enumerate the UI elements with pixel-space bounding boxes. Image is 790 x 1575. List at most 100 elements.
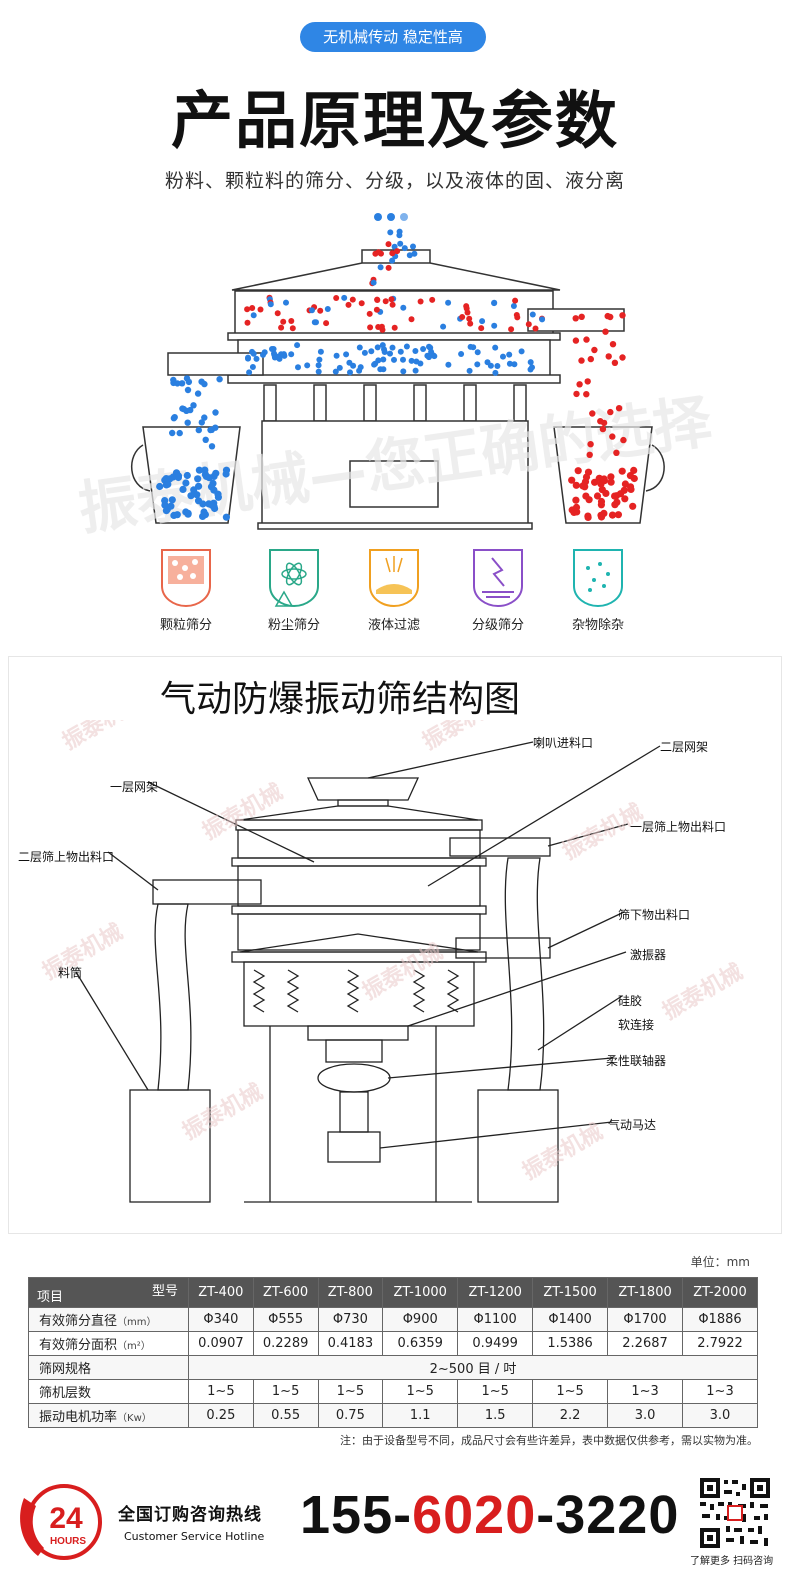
particle (345, 301, 352, 308)
table-cell: 0.75 (317, 1403, 384, 1428)
particle (445, 299, 452, 306)
particle (250, 312, 257, 319)
particle (620, 436, 627, 444)
particle (410, 243, 416, 250)
particle (491, 300, 498, 307)
particle (374, 296, 381, 303)
particle (445, 361, 452, 368)
particle (491, 322, 498, 329)
particle (578, 313, 585, 320)
table-cell: 0.25 (188, 1403, 254, 1428)
particle (195, 482, 203, 490)
table-cell: 0.9499 (457, 1331, 534, 1356)
particle (539, 316, 546, 323)
table-row: 筛网规格 2~500 目 / 吋 (28, 1355, 758, 1380)
particle (358, 300, 365, 307)
particle (389, 257, 396, 264)
particle (626, 483, 635, 491)
particle (582, 473, 591, 481)
particle (607, 473, 615, 481)
particle (458, 351, 465, 357)
particle (619, 312, 626, 319)
particle (202, 436, 209, 443)
model-header: ZT-400 (188, 1277, 254, 1308)
particle (492, 344, 499, 351)
particle (323, 320, 330, 327)
particle (167, 502, 175, 510)
particle (615, 405, 623, 412)
particle (573, 508, 581, 516)
particle (269, 346, 275, 352)
particle (389, 344, 396, 351)
particle (411, 250, 418, 257)
particle (532, 325, 539, 332)
particle (195, 426, 202, 434)
particle (607, 408, 614, 416)
particle (426, 343, 432, 350)
particle (600, 475, 608, 483)
particle (246, 369, 253, 376)
model-header: ZT-1000 (382, 1277, 459, 1308)
callout-inlet: 喇叭进料口 (533, 736, 594, 750)
callout-silicone: 硅胶 (618, 994, 643, 1008)
particle (289, 325, 296, 332)
table-row: 有效筛分直径（mm） Φ340 Φ555 Φ730 Φ900 Φ1100 Φ14… (28, 1307, 758, 1332)
liquid-filter-icon (369, 549, 419, 608)
particle (582, 492, 590, 500)
particle (222, 470, 230, 478)
row-label: 筛网规格 (28, 1355, 189, 1380)
particle (602, 328, 609, 335)
particle (174, 473, 182, 482)
particle (361, 349, 368, 356)
particle (572, 496, 580, 504)
particle (474, 349, 481, 356)
svg-text:振泰机械: 振泰机械 (39, 920, 128, 986)
particle (170, 415, 178, 422)
particle (408, 316, 415, 323)
particle (573, 390, 580, 398)
particle (394, 248, 401, 255)
qr-code-icon[interactable] (698, 1476, 772, 1550)
footer (0, 1460, 790, 1575)
table-cell: 0.0907 (188, 1331, 254, 1356)
particle (484, 359, 491, 366)
particle (333, 295, 340, 301)
callout-mesh2: 二层网架 (660, 740, 709, 754)
phone-number[interactable]: 155-6020-3220 (300, 1485, 680, 1545)
particle (417, 298, 424, 305)
particle (466, 367, 473, 374)
particle (168, 496, 176, 504)
particle (194, 475, 202, 483)
table-cell: 2.7922 (682, 1331, 758, 1356)
model-header: ZT-1200 (457, 1277, 534, 1308)
badge-text: HOURS (50, 1536, 86, 1547)
particle (316, 356, 323, 363)
table-row: 筛机层数 1~5 1~5 1~5 1~5 1~5 1~5 1~3 1~3 (28, 1379, 758, 1404)
table-cell: 1~5 (457, 1379, 534, 1404)
particle (572, 481, 580, 489)
table-row: 有效筛分面积（m²） 0.0907 0.2289 0.4183 0.6359 0… (28, 1331, 758, 1356)
particle (202, 472, 210, 480)
particle (341, 294, 348, 301)
particle (178, 380, 186, 387)
row-label: 振动电机功率（Kw） (28, 1403, 189, 1428)
particle (212, 424, 219, 431)
particle (187, 406, 194, 414)
particle (249, 364, 256, 370)
particle (400, 304, 407, 311)
particle (210, 486, 218, 494)
hotline-label: 全国订购咨询热线 (118, 1505, 262, 1525)
table-corner: 型号 项目 (28, 1277, 189, 1308)
particle (492, 369, 499, 376)
particle (506, 351, 513, 358)
table-cell: Φ1400 (532, 1307, 609, 1332)
powder-screening-icon (269, 549, 319, 608)
granule-screening-icon (161, 549, 211, 608)
structure-title: 气动防爆振动筛结构图 (160, 679, 521, 720)
particle (317, 307, 324, 314)
particle (479, 318, 486, 325)
particle (182, 479, 190, 487)
particle (466, 315, 473, 322)
particle (201, 414, 208, 421)
particle (464, 309, 471, 316)
